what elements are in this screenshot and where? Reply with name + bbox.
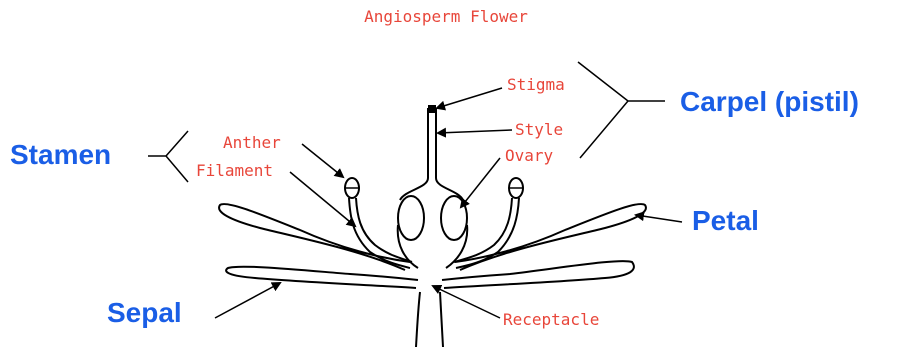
style-left-edge: [400, 108, 428, 200]
ovary-left: [398, 196, 424, 240]
stalk-right-edge: [440, 292, 443, 347]
arrow-filament: [290, 172, 355, 226]
label-sepal: Sepal: [107, 297, 182, 328]
label-receptacle: Receptacle: [503, 310, 599, 329]
stalk-left-edge: [416, 292, 420, 347]
label-filament: Filament: [196, 161, 273, 180]
petal-left: [219, 204, 410, 270]
label-stigma: Stigma: [507, 75, 565, 94]
arrow-petal: [636, 215, 682, 222]
style-right-edge: [436, 108, 463, 200]
bracket-stamen: [148, 131, 188, 182]
label-style: Style: [515, 120, 563, 139]
petal-right: [455, 204, 646, 270]
label-stamen: Stamen: [10, 139, 111, 170]
label-ovary: Ovary: [505, 146, 554, 165]
label-petal: Petal: [692, 205, 759, 236]
ovary-right: [441, 196, 467, 240]
diagram-title: Angiosperm Flower: [364, 7, 528, 26]
label-carpel: Carpel (pistil): [680, 86, 859, 117]
arrow-anther: [302, 144, 343, 177]
arrow-style: [438, 130, 512, 133]
arrow-ovary: [461, 158, 500, 207]
bracket-carpel: [578, 62, 665, 158]
arrow-receptacle: [433, 286, 500, 318]
stigma-shape: [428, 105, 436, 113]
sepal-left: [226, 267, 418, 288]
arrow-sepal: [215, 283, 280, 318]
label-anther: Anther: [223, 133, 281, 152]
arrow-stigma: [437, 88, 502, 108]
